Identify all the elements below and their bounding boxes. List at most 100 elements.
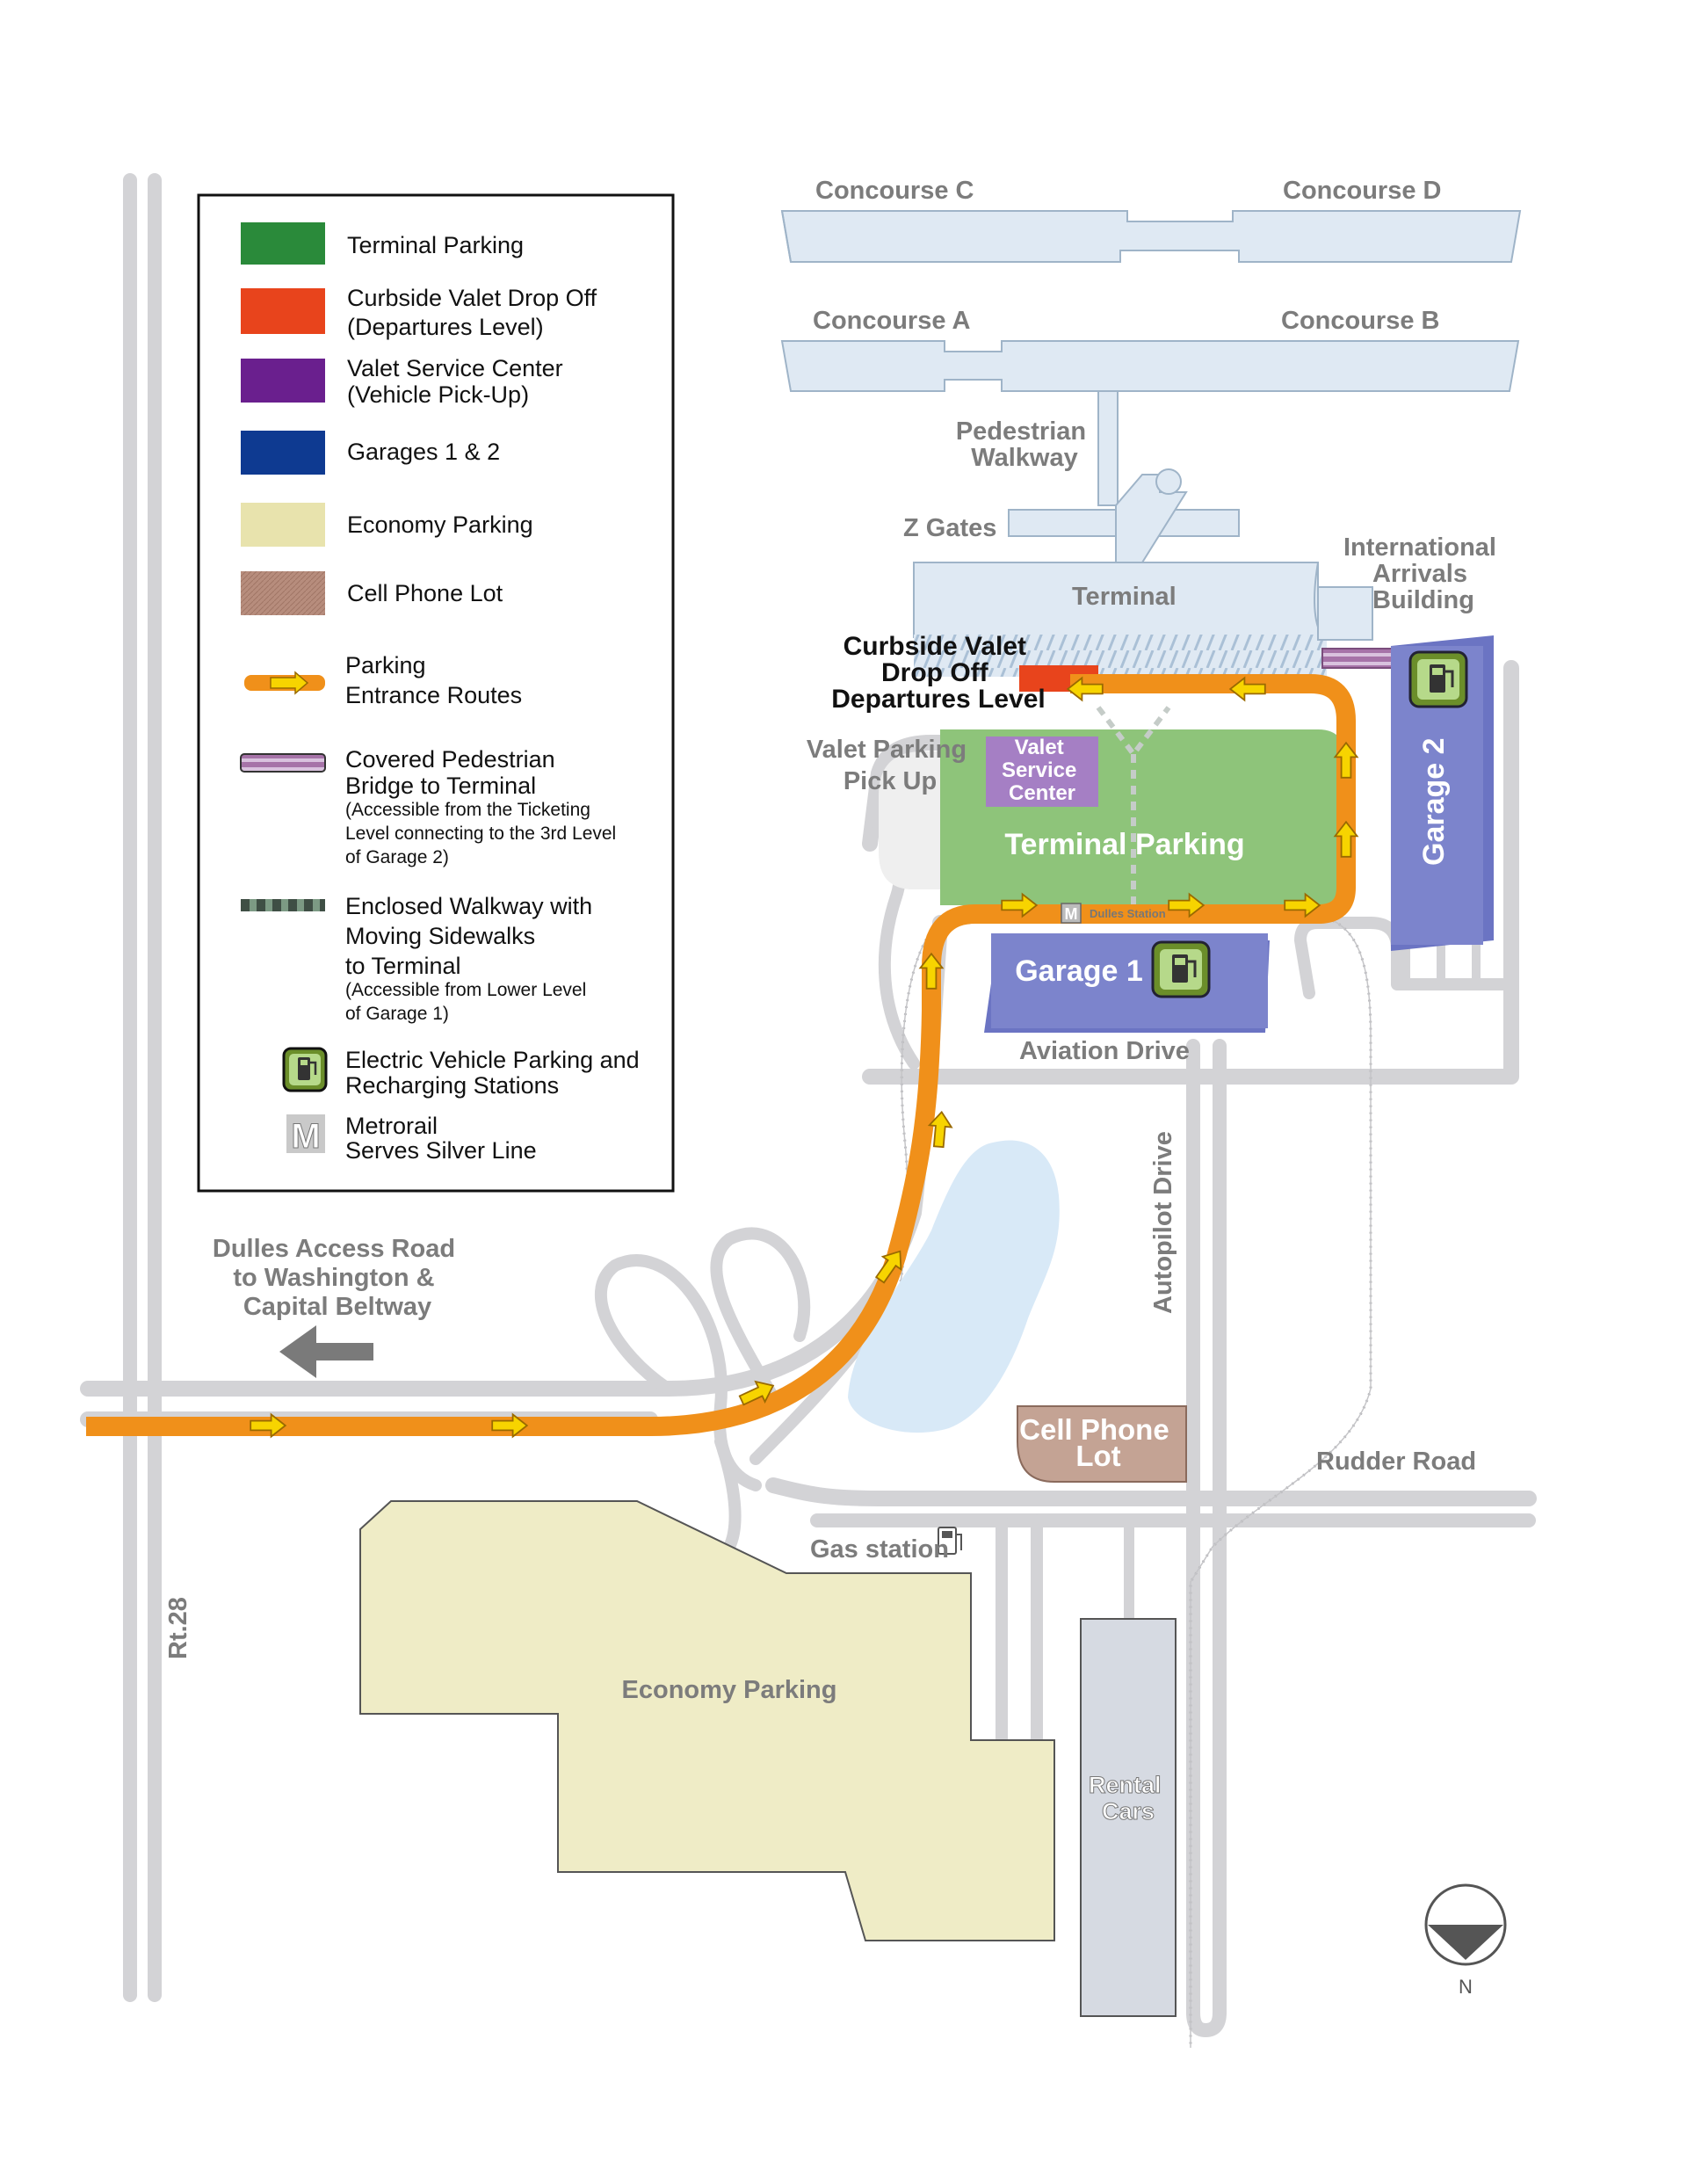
legend-route-arrow-icon [270,671,309,695]
valet-parking-pickup-line: Pick Up [844,767,937,795]
road-network [80,173,1537,2037]
legend-line: (Departures Level) [347,314,544,340]
garage-1-label: Garage 1 [1015,954,1143,988]
garage-2-label: Garage 2 [1417,737,1451,866]
ev-icon [1408,650,1468,708]
legend-label: Garages 1 & 2 [347,439,500,465]
legend-line: Bridge to Terminal [345,773,536,799]
enclosed-walkway [1096,706,1171,914]
legend-line: Metrorail [345,1113,438,1139]
autopilot-drive-label: Autopilot Drive [1149,1131,1177,1314]
north-arrow-icon [1424,1883,1507,1966]
rental-cars-line: Rental [1089,1772,1162,1798]
legend-line: Serves Silver Line [345,1137,537,1164]
dulles-access-road-label: Dulles Access Road to Washington & Capit… [213,1235,462,1321]
concourse-a-label: Concourse A [813,307,970,335]
cell-phone-lot-label: Cell Phone Lot [1019,1413,1177,1472]
legend-line: Economy Parking [347,512,533,538]
legend-swatch-pedestrian-bridge [240,753,326,773]
metro-icon: M [1061,903,1082,924]
dulles-access-road-arrow-icon [279,1325,373,1378]
valet-service-center [986,736,1098,807]
valet-parking-pickup-area [879,751,958,889]
legend-line: Recharging Stations [345,1072,559,1099]
legend-swatch-curbside-valet [241,288,325,334]
legend-label: Parking Entrance Routes [345,652,522,708]
valet-service-center-line: Valet [1015,736,1064,759]
terminal-building [913,562,1373,677]
north-label: N [1459,1976,1473,1998]
economy-parking-label: Economy Parking [622,1676,837,1704]
legend-label: Electric Vehicle Parking and Recharging … [345,1047,646,1099]
legend-line: Entrance Routes [345,682,522,708]
legend-swatch-economy-parking [241,503,325,547]
legend-subline: (Accessible from Lower Level [345,980,586,1000]
international-arrivals-label: International Arrivals Building [1343,533,1503,614]
curbside-valet-line: Departures Level [831,685,1045,714]
legend-label: Economy Parking [347,512,533,538]
gas-station-icon [938,1527,962,1555]
legend-label: Enclosed Walkway with Moving Sidewalks t… [345,893,599,979]
legend-line: Moving Sidewalks [345,923,535,949]
economy-parking-area [359,1500,1055,1941]
legend-line: (Vehicle Pick-Up) [347,381,529,408]
legend-subline: of Garage 1) [345,1004,449,1024]
legend-line: Valet Service Center [347,355,563,381]
curbside-valet-label: Curbside Valet Drop Off Departures Level [831,632,1045,714]
legend-sublabel: (Accessible from the Ticketing Level con… [345,800,621,867]
concourse-d-label: Concourse D [1283,177,1441,205]
legend-sublabel: (Accessible from Lower Level of Garage 1… [345,980,591,1024]
concourse-a-b [780,340,1520,392]
rental-cars-building [1080,1618,1177,2017]
pedestrian-walkway-label: Pedestrian Walkway [956,417,1093,472]
international-arrivals-line: International [1343,533,1496,562]
dulles-access-road-line: Dulles Access Road [213,1235,455,1263]
parking-entrance-route [86,674,1356,1436]
gas-station-label: Gas station [810,1535,949,1564]
concourse-c-label: Concourse C [815,177,974,205]
legend: Terminal Parking Curbside Valet Drop Off… [197,193,675,1193]
terminal-parking-label: Terminal Parking [1004,828,1244,861]
legend-label: Covered Pedestrian Bridge to Terminal [345,746,561,799]
legend-swatch-cell-phone-lot [241,571,325,615]
legend-swatch-valet-service-center [241,359,325,403]
covered-pedestrian-bridge [1321,648,1402,669]
legend-ev-icon [282,1047,328,1092]
pedestrian-walkway-line: Pedestrian [956,417,1086,446]
terminal-label: Terminal [1072,583,1177,611]
legend-label: Curbside Valet Drop Off (Departures Leve… [347,285,604,340]
pedestrian-walkway-line: Walkway [971,444,1077,472]
legend-line: to Terminal [345,953,461,979]
valet-parking-pickup-label: Valet Parking Pick Up [807,736,974,795]
legend-line: Terminal Parking [347,232,524,258]
legend-line: Curbside Valet Drop Off [347,285,597,311]
valet-service-center-line: Center [1009,781,1075,805]
legend-swatch-terminal-parking [241,222,325,265]
cell-phone-lot-line: Cell Phone [1019,1413,1169,1446]
legend-line: Electric Vehicle Parking and [345,1047,640,1073]
legend-subline: (Accessible from the Ticketing [345,800,590,820]
curbside-valet-line: Curbside Valet [844,632,1026,661]
cell-phone-lot-line: Lot [1075,1440,1120,1472]
rental-cars-line: Cars [1102,1798,1155,1825]
dulles-access-road-line: to Washington & [233,1264,434,1292]
legend-line: Garages 1 & 2 [347,439,500,465]
pond [848,1140,1060,1433]
legend-metro-icon: M [286,1114,325,1157]
aviation-drive-label: Aviation Drive [1019,1037,1190,1065]
rudder-road-label: Rudder Road [1316,1448,1476,1476]
legend-line: Cell Phone Lot [347,580,503,606]
valet-parking-pickup-line: Valet Parking [807,736,967,764]
valet-service-center-line: Service [1002,758,1076,782]
metro-symbol: M [1065,905,1078,923]
legend-line: Parking [345,652,426,678]
z-gates-label: Z Gates [903,514,996,542]
legend-subline: of Garage 2) [345,847,449,867]
legend-line: Enclosed Walkway with [345,893,592,919]
ev-icon [1151,940,1211,998]
concourse-b-label: Concourse B [1281,307,1439,335]
concourse-c-d [780,210,1522,263]
legend-label: Metrorail Serves Silver Line [345,1113,537,1164]
valet-service-center-label: Valet Service Center [1002,736,1082,805]
